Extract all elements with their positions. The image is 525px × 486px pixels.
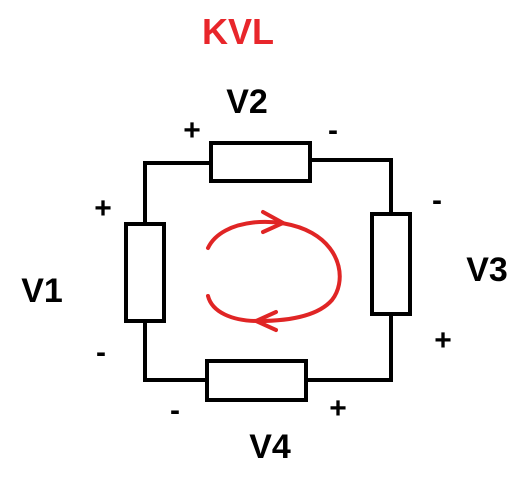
v1-minus-sign: - xyxy=(96,336,106,369)
v2-minus-sign: - xyxy=(328,114,338,147)
label-v4: V4 xyxy=(249,428,291,466)
loop-arrow-top-arc xyxy=(206,219,342,323)
v2-plus-sign: + xyxy=(183,114,201,147)
resistor-v2 xyxy=(209,141,312,183)
wire-right-bottom xyxy=(306,314,393,382)
resistor-v3 xyxy=(370,212,412,316)
loop-arrowhead-top xyxy=(261,210,288,234)
diagram-title: KVL xyxy=(202,11,274,52)
v3-plus-sign: + xyxy=(434,324,452,357)
wire-top-left xyxy=(143,161,211,224)
v1-plus-sign: + xyxy=(94,192,112,225)
label-v3: V3 xyxy=(466,251,508,289)
label-v2: V2 xyxy=(226,83,268,121)
wire-bottom-left xyxy=(143,321,207,382)
v4-minus-sign: - xyxy=(170,394,180,427)
circuit-wires xyxy=(143,158,393,382)
resistors xyxy=(124,141,412,402)
loop-arrowhead-bottom xyxy=(251,310,278,332)
v4-plus-sign: + xyxy=(329,392,347,425)
resistor-v4 xyxy=(205,359,308,402)
loop-arrow-bottom-arc xyxy=(206,294,260,323)
resistor-v1 xyxy=(124,222,166,323)
label-v1: V1 xyxy=(21,272,63,310)
wire-top-right xyxy=(310,158,393,214)
loop-arrow xyxy=(206,210,342,332)
v3-minus-sign: - xyxy=(432,184,442,217)
